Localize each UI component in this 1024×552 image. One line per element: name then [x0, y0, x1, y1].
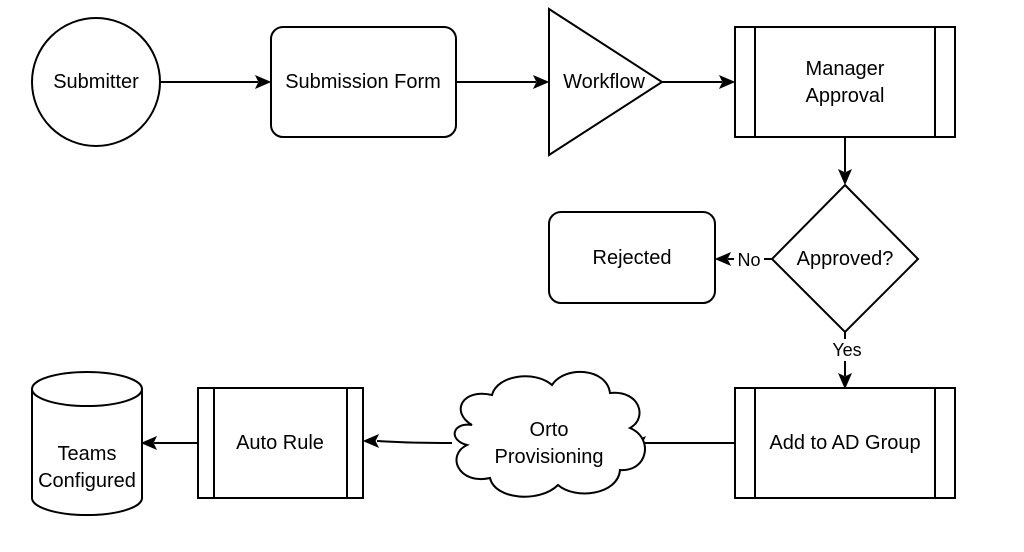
- edge-ad-group-to-provisioning: [629, 436, 734, 450]
- submission-form-label: Submission Form: [285, 71, 441, 93]
- submission-form-node[interactable]: Submission Form: [270, 26, 457, 138]
- manager-approval-label-line-1: Manager: [806, 58, 885, 80]
- teams-configured-label-line-1: Teams: [58, 443, 117, 465]
- cylinder-body: [31, 389, 143, 516]
- teams-configured-label-line-2: Configured: [38, 470, 136, 492]
- submitter-node[interactable]: Submitter: [31, 17, 161, 147]
- edge-decision-yes-to-ad-group: Yes: [829, 331, 863, 390]
- edge-provisioning-to-auto-rule: [362, 434, 453, 448]
- add-to-ad-group-node[interactable]: Add to AD Group: [734, 387, 956, 499]
- approved-decision-label: Approved?: [797, 248, 894, 270]
- orto-provisioning-label-line-2: Provisioning: [495, 446, 604, 468]
- auto-rule-label: Auto Rule: [236, 432, 324, 454]
- add-to-ad-group-label: Add to AD Group: [769, 432, 920, 454]
- edge-workflow-to-manager-approval: [662, 75, 736, 89]
- manager-approval-label-line-2: Approval: [806, 85, 885, 107]
- edge-auto-rule-to-teams-configured: [140, 436, 197, 450]
- workflow-label: Workflow: [563, 71, 645, 93]
- edge-submitter-to-form: [161, 75, 272, 89]
- manager-approval-node[interactable]: Manager Approval: [734, 26, 956, 138]
- orto-provisioning-cloud-node[interactable]: Orto Provisioning: [453, 370, 646, 498]
- edge-manager-approval-to-decision: [838, 138, 852, 186]
- rejected-node[interactable]: Rejected: [548, 211, 716, 304]
- edge-form-to-workflow: [456, 75, 550, 89]
- edge-decision-no-to-rejected: No: [714, 249, 772, 271]
- cloud-shape: [453, 370, 646, 498]
- teams-configured-database-node[interactable]: Teams Configured: [31, 371, 143, 516]
- workflow-node[interactable]: Workflow: [548, 7, 664, 157]
- rejected-label: Rejected: [593, 247, 672, 269]
- approved-decision-node[interactable]: Approved?: [770, 183, 920, 334]
- cylinder-top: [31, 371, 143, 407]
- submitter-label: Submitter: [53, 71, 139, 93]
- edge-label-no: No: [737, 250, 760, 270]
- edge-label-yes: Yes: [832, 340, 861, 360]
- auto-rule-node[interactable]: Auto Rule: [197, 387, 364, 499]
- orto-provisioning-label-line-1: Orto: [530, 419, 569, 441]
